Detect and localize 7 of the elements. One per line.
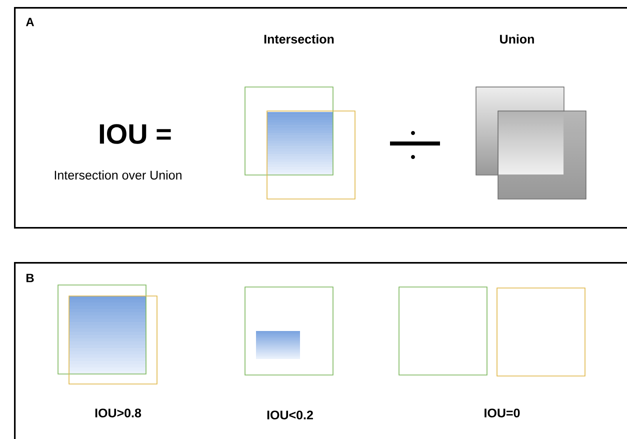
heading: IOU=0: [484, 408, 520, 418]
heading: Intersection: [264, 34, 334, 44]
heading: IOU<0.2: [267, 410, 313, 420]
subtitle: Intersection over Union: [54, 170, 182, 180]
heading: IOU>0.8: [95, 408, 142, 418]
heading: Union: [500, 34, 534, 44]
formula-text: IOU =: [100, 124, 171, 144]
